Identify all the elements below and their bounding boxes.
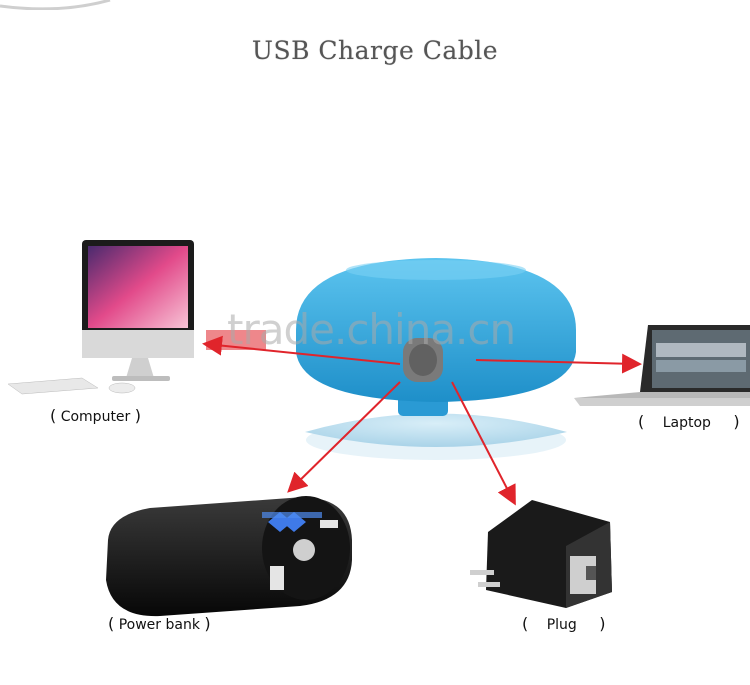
laptop-caption: ( Laptop ) — [638, 412, 740, 431]
laptop-label: Laptop — [662, 415, 711, 431]
corner-swoosh — [0, 0, 111, 10]
arrow-to-laptop — [475, 353, 642, 374]
speaker-icon — [296, 258, 576, 460]
power-bank-caption: ( Power bank ) — [108, 614, 211, 633]
arrow-to-plug — [451, 381, 516, 506]
power-bank-label: Power bank — [118, 617, 200, 633]
power-bank-icon — [106, 496, 352, 617]
laptop-icon — [574, 325, 750, 406]
plug-icon — [470, 500, 612, 608]
watermark: trade.china.cn — [227, 305, 516, 354]
plug-label: Plug — [546, 617, 577, 633]
computer-label: Computer — [60, 409, 131, 425]
arrow-to-power-bank — [287, 381, 401, 493]
page-title: USB Charge Cable — [251, 36, 499, 65]
arrow-glow — [206, 330, 266, 350]
plug-caption: ( Plug ) — [522, 614, 606, 633]
computer-caption: ( Computer ) — [50, 406, 142, 425]
computer-icon — [7, 240, 194, 395]
